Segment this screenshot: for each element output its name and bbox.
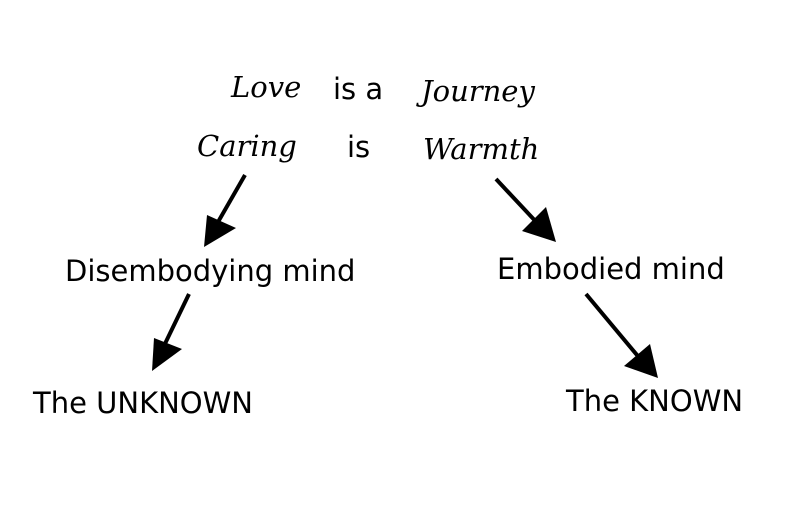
left-result-label: The UNKNOWN (33, 386, 253, 420)
metaphor-2-subject: Caring (197, 129, 297, 163)
metaphor-2-object: Warmth (423, 132, 540, 166)
metaphor-1-connector: is a (333, 72, 384, 106)
right-result-label: The KNOWN (566, 384, 744, 418)
arrow-disembodying-to-unknown (152, 293, 191, 371)
arrow-caring-to-disembodying (204, 174, 247, 247)
arrow-embodied-to-known (584, 292, 658, 378)
left-mind-label: Disembodying mind (65, 254, 356, 288)
arrow-warmth-to-embodied (494, 177, 556, 242)
right-mind-label: Embodied mind (497, 252, 725, 286)
metaphor-1-object: Journey (421, 74, 535, 108)
metaphor-1-subject: Love (231, 70, 302, 104)
metaphor-2-connector: is (347, 130, 371, 164)
